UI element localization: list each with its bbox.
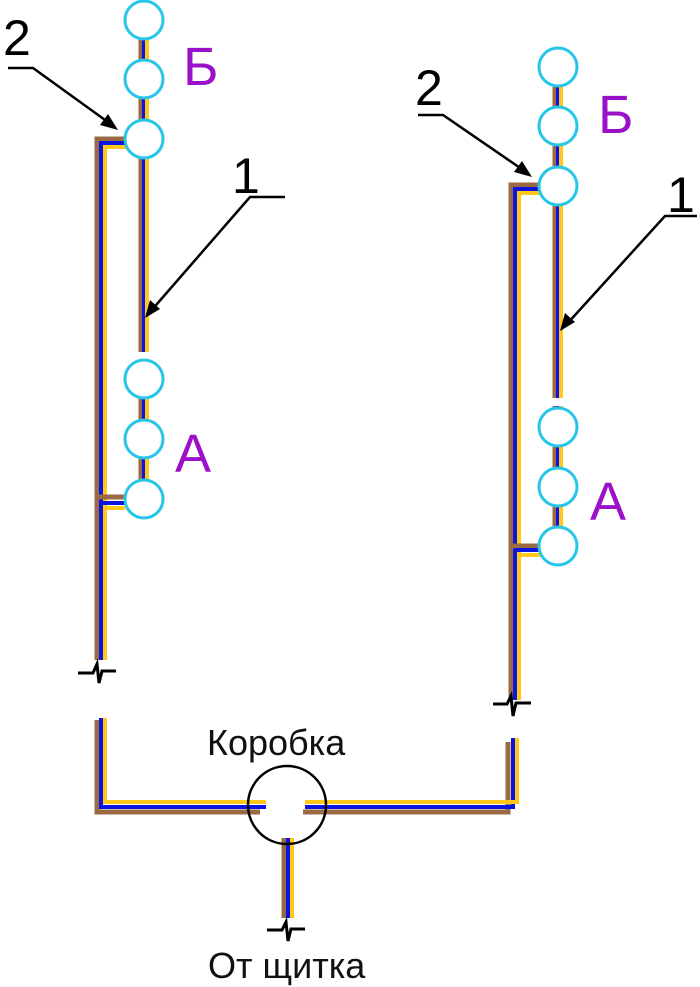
lamp (537, 105, 579, 147)
left-feeder-cable (94, 136, 141, 660)
right-callout-1-label: 1 (667, 167, 695, 223)
lamp (123, 418, 165, 460)
left-callout-2-arrow (8, 66, 118, 130)
source-label: От щитка (208, 945, 366, 986)
right-break-icon (493, 690, 531, 717)
left-callout-1-arrow (145, 195, 285, 318)
lamp (123, 0, 165, 41)
left-group-b-label: Б (183, 37, 218, 97)
lamp (537, 46, 579, 88)
left-group-a-lamps (123, 358, 165, 520)
bottom-distribution: Коробка От щитка (94, 718, 519, 986)
left-group-a-label: А (175, 424, 211, 484)
lamp (537, 406, 579, 448)
left-callout-2-label: 2 (3, 10, 31, 66)
lamp (537, 466, 579, 508)
lamp (537, 165, 579, 207)
right-callout-1-arrow (560, 214, 697, 331)
right-group-a-lamps (537, 406, 579, 567)
lamp (123, 358, 165, 400)
lamp (123, 118, 165, 160)
junction-box-icon (246, 764, 328, 846)
left-scheme: Б А 2 1 (3, 0, 285, 684)
left-break-icon (78, 658, 116, 684)
left-callout-1-label: 1 (232, 148, 260, 204)
right-group-b-label: Б (598, 85, 633, 145)
right-callout-2-label: 2 (415, 60, 443, 116)
right-group-b-lamps (537, 46, 579, 207)
left-group-b-lamps (123, 0, 165, 160)
lamp (123, 58, 165, 100)
junction-box-label: Коробка (207, 722, 346, 763)
source-break-icon (267, 916, 305, 942)
right-group-a-label: А (590, 472, 626, 532)
right-callout-2-arrow (418, 113, 532, 177)
right-scheme: Б А 2 1 (415, 46, 697, 717)
lamp (123, 478, 165, 520)
lamp (537, 525, 579, 567)
